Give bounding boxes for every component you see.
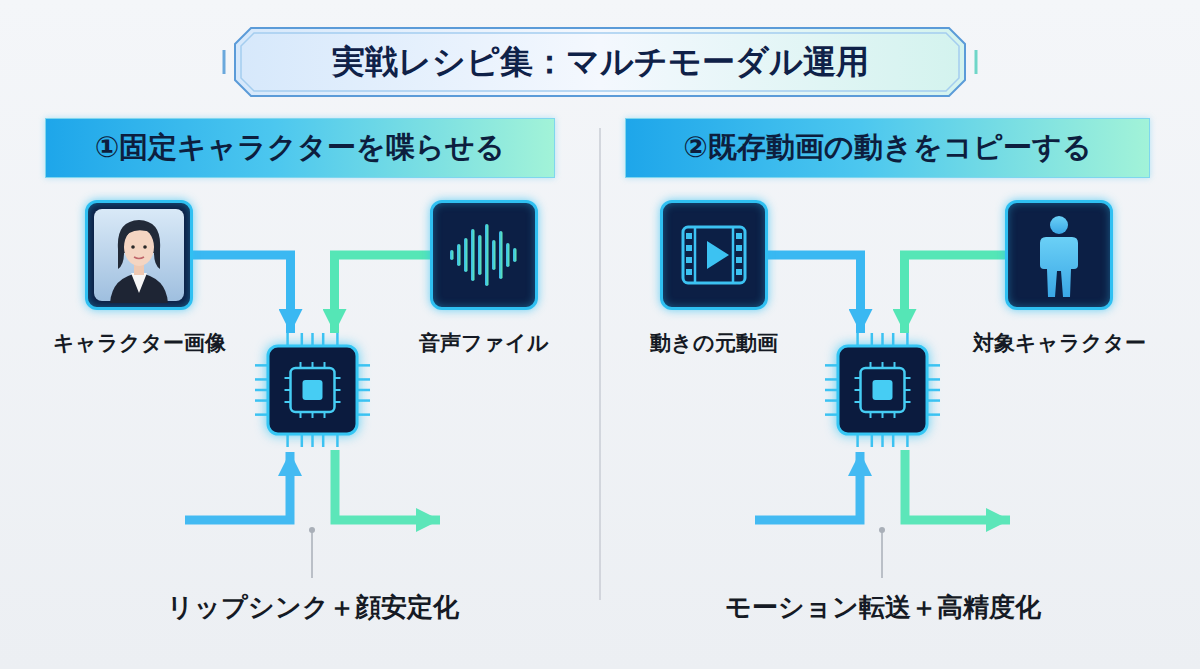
- section-header: ②既存動画の動きをコピーする: [625, 118, 1150, 178]
- input-label: キャラクター画像: [53, 329, 226, 357]
- wave-icon: [433, 203, 535, 307]
- input-icon-box: 動きの元動画: [660, 200, 768, 310]
- input-label: 動きの元動画: [650, 329, 778, 357]
- chip-symbol: [825, 333, 940, 447]
- processor-chip: モーション転送＋高精度化: [825, 333, 940, 447]
- output-arrow: [905, 450, 1010, 520]
- input-icon-box: キャラクター画像: [85, 200, 193, 310]
- input-icon-box: 対象キャラクター: [1005, 200, 1113, 310]
- leader-dot: [879, 527, 885, 533]
- frame-tick: [975, 50, 978, 74]
- input-label: 対象キャラクター: [973, 329, 1146, 357]
- flow-arrow: [193, 255, 291, 333]
- section-title: ②既存動画の動きをコピーする: [683, 128, 1092, 168]
- video-icon: [663, 203, 765, 307]
- flow-arrow: [335, 255, 431, 333]
- processor-chip: リップシンク＋顔安定化: [255, 333, 370, 447]
- input-icon-box: 音声ファイル: [430, 200, 538, 310]
- page-title: 実戦レシピ集：マルチモーダル運用: [235, 28, 965, 96]
- flow-arrow: [768, 255, 861, 333]
- input-arrow: [185, 452, 290, 520]
- process-label: モーション転送＋高精度化: [725, 590, 1041, 625]
- leader-dot: [309, 527, 315, 533]
- avatar-icon: [88, 203, 190, 307]
- leader-line: [881, 530, 883, 578]
- frame-tick: [223, 50, 226, 74]
- title-frame: [235, 28, 965, 96]
- section-header: ①固定キャラクターを喋らせる: [45, 118, 555, 178]
- section-divider: [599, 128, 601, 600]
- flow-arrow: [905, 255, 1006, 333]
- input-label: 音声ファイル: [419, 329, 549, 357]
- section-title: ①固定キャラクターを喋らせる: [95, 128, 506, 168]
- output-arrow: [335, 450, 440, 520]
- process-label: リップシンク＋顔安定化: [167, 590, 459, 625]
- chip-symbol: [255, 333, 370, 447]
- leader-line: [311, 530, 313, 578]
- input-arrow: [755, 452, 860, 520]
- person-icon: [1008, 203, 1110, 307]
